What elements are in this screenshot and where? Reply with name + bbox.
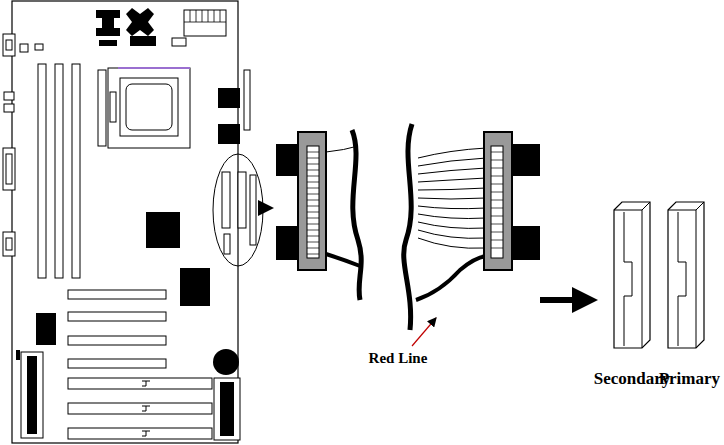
cable-stripe-label: Red Line xyxy=(369,350,428,367)
connector-label: Primary xyxy=(659,370,720,389)
